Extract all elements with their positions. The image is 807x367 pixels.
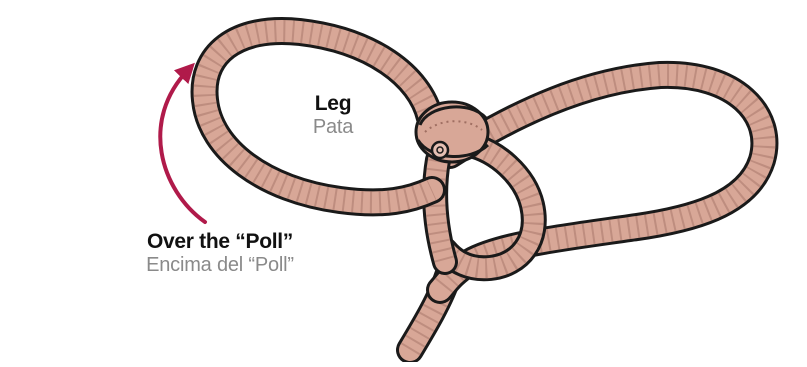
rope-center-strand [435,160,445,262]
poll-label-english: Over the “Poll” [100,230,340,254]
poll-label-spanish: Encima del “Poll” [100,254,340,277]
leg-label-spanish: Pata [288,116,378,139]
leg-label-english: Leg [288,92,378,116]
poll-label: Over the “Poll” Encima del “Poll” [100,230,340,277]
leg-label: Leg Pata [288,92,378,139]
rope-knot-collar [416,102,488,162]
